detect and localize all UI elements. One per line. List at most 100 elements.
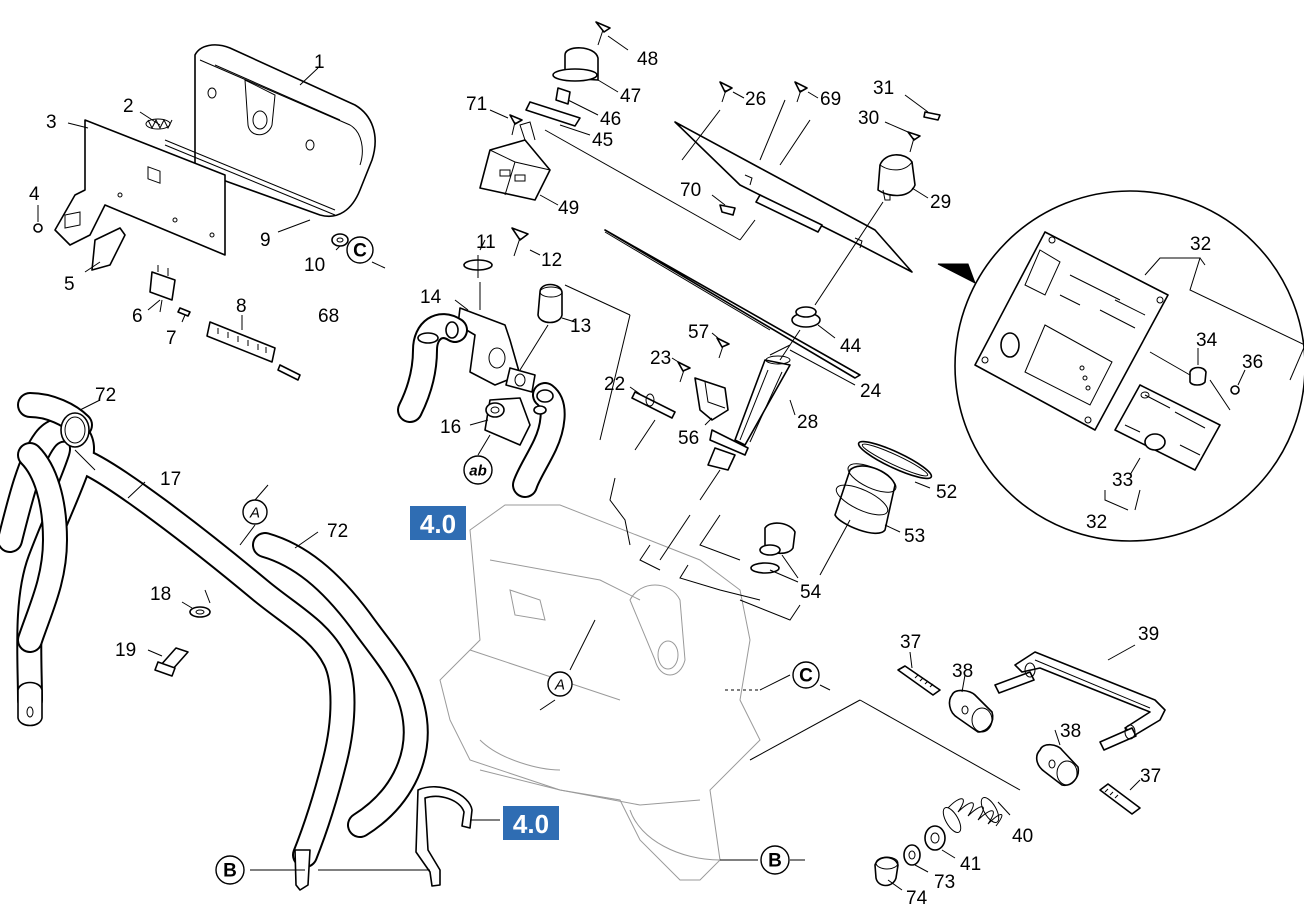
leaders-magnifier	[1104, 257, 1304, 511]
part-12-screw	[511, 227, 529, 257]
part-4-screw	[33, 223, 43, 233]
label-69: 69	[820, 89, 841, 110]
label-2: 2	[123, 96, 134, 117]
label-37-upper: 37	[900, 632, 921, 653]
label-28: 28	[797, 412, 818, 433]
part-46-insert	[555, 87, 571, 105]
badge-4-0-upper[interactable]: 4.0	[410, 506, 466, 540]
label-49: 49	[558, 198, 579, 219]
label-34: 34	[1196, 330, 1218, 351]
label-70: 70	[680, 180, 701, 201]
part-labels: 1 2 3 4 5 6 7 8 68 9 10 71 46 45 47 48 4…	[29, 49, 1263, 907]
label-8: 8	[236, 296, 247, 317]
part-6-switch	[149, 265, 176, 313]
svg-text:C: C	[353, 241, 367, 262]
svg-text:B: B	[223, 861, 237, 882]
svg-text:A: A	[554, 677, 565, 694]
part-16-block	[484, 397, 531, 446]
part-44-grommet	[791, 306, 821, 328]
label-13: 13	[570, 316, 591, 337]
label-56: 56	[678, 428, 699, 449]
badge-4-0-lower[interactable]: 4.0	[503, 806, 559, 840]
label-44: 44	[840, 336, 862, 357]
part-8-terminal-strip	[206, 321, 276, 363]
svg-text:ab: ab	[469, 463, 487, 480]
part-38-bushing-lower	[1035, 743, 1080, 787]
label-7: 7	[166, 328, 177, 349]
label-40: 40	[1012, 826, 1033, 847]
label-14: 14	[420, 287, 442, 308]
part-13-fitting	[537, 283, 563, 324]
part-37-bolt-upper	[897, 665, 941, 696]
label-29: 29	[930, 192, 951, 213]
label-46: 46	[600, 109, 621, 130]
label-52: 52	[936, 482, 957, 503]
part-10-washer	[331, 233, 349, 247]
svg-text:4.0: 4.0	[513, 809, 549, 839]
callout-b-right: B	[760, 845, 790, 875]
part-29-knob	[877, 154, 916, 201]
part-1-housing	[194, 44, 376, 217]
part-5-bracket	[91, 227, 126, 271]
part-72-hose-upper	[17, 392, 93, 448]
label-72-lower: 72	[327, 521, 348, 542]
part-40-spring	[942, 797, 1003, 833]
callout-a-upper: A	[242, 499, 268, 525]
part-31-screw	[923, 111, 941, 121]
label-54: 54	[800, 582, 822, 603]
part-57-screw	[716, 337, 730, 359]
label-37-lower: 37	[1140, 766, 1161, 787]
part-49-switch-block	[479, 121, 551, 201]
label-48: 48	[637, 49, 658, 70]
part-26-screw	[719, 81, 733, 103]
label-39: 39	[1138, 624, 1159, 645]
part-38-bushing-upper	[948, 689, 994, 733]
part-24-blade	[604, 229, 861, 379]
part-28-piston	[707, 355, 791, 471]
part-panel	[674, 121, 913, 273]
part-39-frame	[994, 651, 1166, 751]
label-26: 26	[745, 89, 766, 110]
label-22: 22	[604, 374, 625, 395]
label-18: 18	[150, 584, 171, 605]
callout-a-lower: A	[547, 671, 573, 697]
callout-ab: ab	[463, 455, 493, 485]
part-54-fitting	[750, 522, 796, 574]
part-70-clip	[719, 204, 736, 216]
part-71-screw	[509, 114, 523, 136]
label-4: 4	[29, 184, 40, 205]
part-19-screw	[154, 647, 189, 677]
part-45-plate	[525, 101, 581, 127]
part-41-washer	[924, 825, 946, 851]
label-17: 17	[160, 469, 181, 490]
part-53-roller	[834, 463, 897, 535]
part-23-screw	[677, 361, 691, 383]
label-73: 73	[934, 872, 955, 893]
leaders-left-group	[37, 67, 341, 330]
leaders-54-bracket	[609, 477, 801, 621]
label-57: 57	[688, 322, 709, 343]
label-19: 19	[115, 640, 136, 661]
label-12: 12	[541, 250, 562, 271]
label-72-upper: 72	[95, 385, 116, 406]
label-5: 5	[64, 274, 75, 295]
label-31: 31	[873, 78, 894, 99]
label-74: 74	[906, 888, 928, 907]
part-73-washer	[903, 844, 921, 866]
label-38-upper: 38	[952, 661, 973, 682]
part-56-bracket	[694, 377, 729, 421]
part-18-washer	[189, 606, 211, 618]
detail-magnifier	[937, 190, 1304, 542]
label-41: 41	[960, 854, 981, 875]
part-2-spring	[145, 118, 173, 130]
part-11-washer	[463, 255, 493, 278]
callout-c-right: C	[792, 661, 820, 689]
label-33: 33	[1112, 470, 1133, 491]
label-38-lower: 38	[1060, 721, 1081, 742]
svg-text:C: C	[799, 666, 813, 687]
label-36: 36	[1242, 352, 1263, 373]
label-23: 23	[650, 348, 671, 369]
part-48-screw	[595, 21, 611, 46]
label-16: 16	[440, 417, 461, 438]
